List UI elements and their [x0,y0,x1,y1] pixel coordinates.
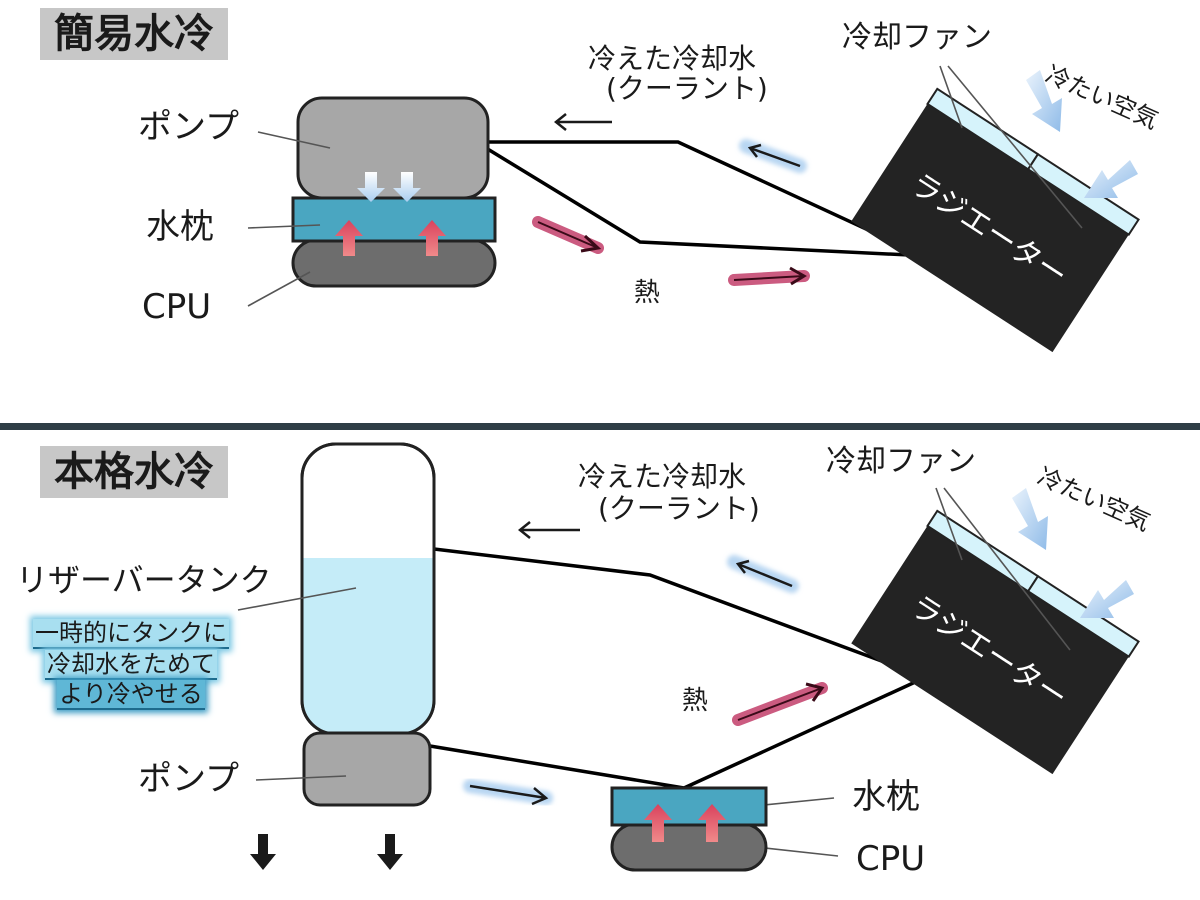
bottom-tubes [429,547,925,790]
bottom-cpu [610,822,768,872]
bottom-heat-up-arrows [644,804,726,842]
cool-down-arrow [393,172,421,202]
coolant-flow-arrow [509,521,587,539]
note-line-3: より冷やせる [57,680,205,711]
bottom-tube-hot [683,676,925,790]
top-cpu [291,238,497,288]
bottom-coolant-label-1: 冷えた冷却水 [578,460,747,493]
top-fan-right [1026,152,1140,237]
black-down-arrow [377,834,403,870]
heat-flow-arrow [532,216,604,254]
cold-air-arrow [1026,70,1062,132]
bottom-down-arrows [250,834,403,870]
bottom-waterblock [610,786,768,827]
heat-up-arrow [418,220,446,256]
heat-flow-arrow [732,682,828,726]
top-leaders [247,131,331,307]
cold-air-arrow [1012,488,1048,550]
black-down-arrow [250,834,276,870]
note-line-1: 一時的にタンクに [33,619,229,649]
top-fan-label: 冷却ファン [842,20,992,55]
bottom-flow-arrows [463,521,799,806]
coolant-flow-arrow [463,779,553,806]
top-fan-leaders [939,65,1083,229]
top-waterblock-label: 水枕 [146,207,214,247]
top-flow-arrows [545,113,807,173]
top-tubes [485,140,931,258]
reservoir-label: リザーバータンク [16,561,272,599]
top-heat-arrows [532,216,810,286]
top-coolant-label-1: 冷えた冷却水 [588,42,757,75]
heat-up-arrow [698,804,726,842]
top-coolant-label-2: (クーラント) [606,72,768,105]
top-cool-flow-arrows [357,172,421,202]
cold-air-arrow [1080,580,1134,618]
heat-up-arrow [644,804,672,842]
bottom-radiator: ラジエーター [851,509,1140,775]
top-heat-label: 熱 [634,278,661,308]
top-heat-up-arrows [335,220,446,256]
top-pump-label: ポンプ [138,107,239,147]
bottom-section-title: 本格水冷 [40,446,228,498]
cold-air-arrow [1084,160,1138,198]
heat-flow-arrow [728,266,810,286]
coolant-flow-arrow [727,555,799,593]
reservoir-note: 一時的にタンクに 冷却水をためて より冷やせる [28,618,234,711]
bottom-waterblock-label: 水枕 [852,777,920,817]
bottom-heat-label: 熱 [682,686,709,716]
top-waterblock [291,196,497,243]
top-tube-hot [485,146,931,258]
bottom-pump-label: ポンプ [138,759,239,799]
coolant-flow-arrow [739,139,807,173]
note-line-2: 冷却水をためて [45,649,217,680]
bottom-pump [302,731,432,807]
heat-up-arrow [335,220,363,256]
bottom-cpu-label: CPU [856,839,926,879]
top-cold-air-arrows [1026,70,1138,198]
top-section-title: 簡易水冷 [40,8,228,60]
top-cpu-label: CPU [142,287,212,327]
bottom-heat-arrows [732,682,828,726]
bottom-tube-pump-out [429,744,685,790]
bottom-tube-cold [433,547,923,678]
top-tube-cold [486,140,921,256]
section-divider [0,423,1200,430]
cool-down-arrow [357,172,385,202]
bottom-fan-label: 冷却ファン [826,444,976,479]
bottom-reservoir [300,442,436,736]
coolant-flow-arrow [545,113,619,131]
bottom-fan-leaders [935,487,1071,651]
bottom-cold-air-arrows [1012,488,1134,618]
top-radiator: ラジエーター [851,87,1140,353]
reservoir-water [303,558,433,733]
bottom-coolant-label-2: (クーラント) [598,492,760,525]
